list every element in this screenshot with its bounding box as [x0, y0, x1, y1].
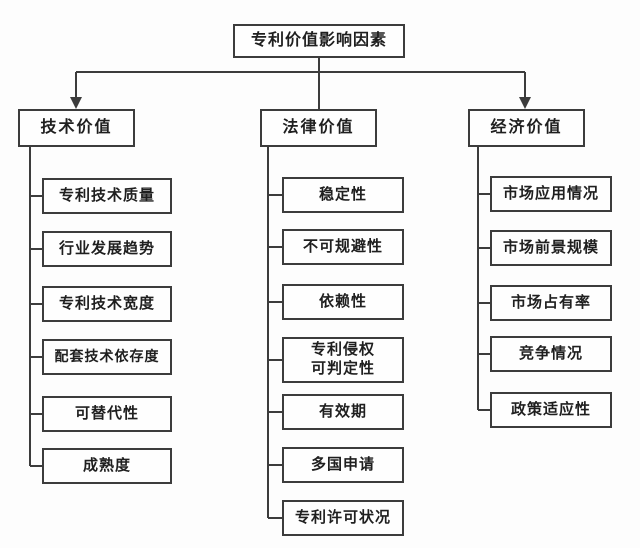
node-non-circumventability: 不可规避性 — [282, 229, 404, 265]
node-competition: 竞争情况 — [490, 336, 612, 372]
node-infringement-determinability: 专利侵权 可判定性 — [282, 337, 404, 383]
node-market-share: 市场占有率 — [490, 285, 612, 321]
node-supporting-tech-dependence: 配套技术依存度 — [42, 339, 172, 375]
node-validity-period: 有效期 — [282, 394, 404, 430]
node-patent-tech-breadth: 专利技术宽度 — [42, 286, 172, 322]
arrow-down-icon — [519, 97, 531, 109]
arrow-down-icon — [70, 97, 82, 109]
node-economic-value: 经济价值 — [468, 109, 585, 147]
node-multi-country-application: 多国申请 — [282, 447, 404, 483]
node-replaceability: 可替代性 — [42, 396, 172, 432]
node-market-application: 市场应用情况 — [490, 176, 612, 212]
node-stability: 稳定性 — [282, 177, 404, 213]
node-dependency: 依赖性 — [282, 284, 404, 320]
node-policy-adaptability: 政策适应性 — [490, 392, 612, 428]
node-industry-trend: 行业发展趋势 — [42, 231, 172, 267]
node-patent-value-factors: 专利价值影响因素 — [233, 24, 405, 58]
node-licensing-status: 专利许可状况 — [282, 500, 404, 536]
node-legal-value: 法律价值 — [260, 109, 377, 147]
node-technical-value: 技术价值 — [18, 109, 135, 147]
node-maturity: 成熟度 — [42, 448, 172, 484]
node-patent-tech-quality: 专利技术质量 — [42, 178, 172, 214]
node-market-prospect-scale: 市场前景规模 — [490, 230, 612, 266]
